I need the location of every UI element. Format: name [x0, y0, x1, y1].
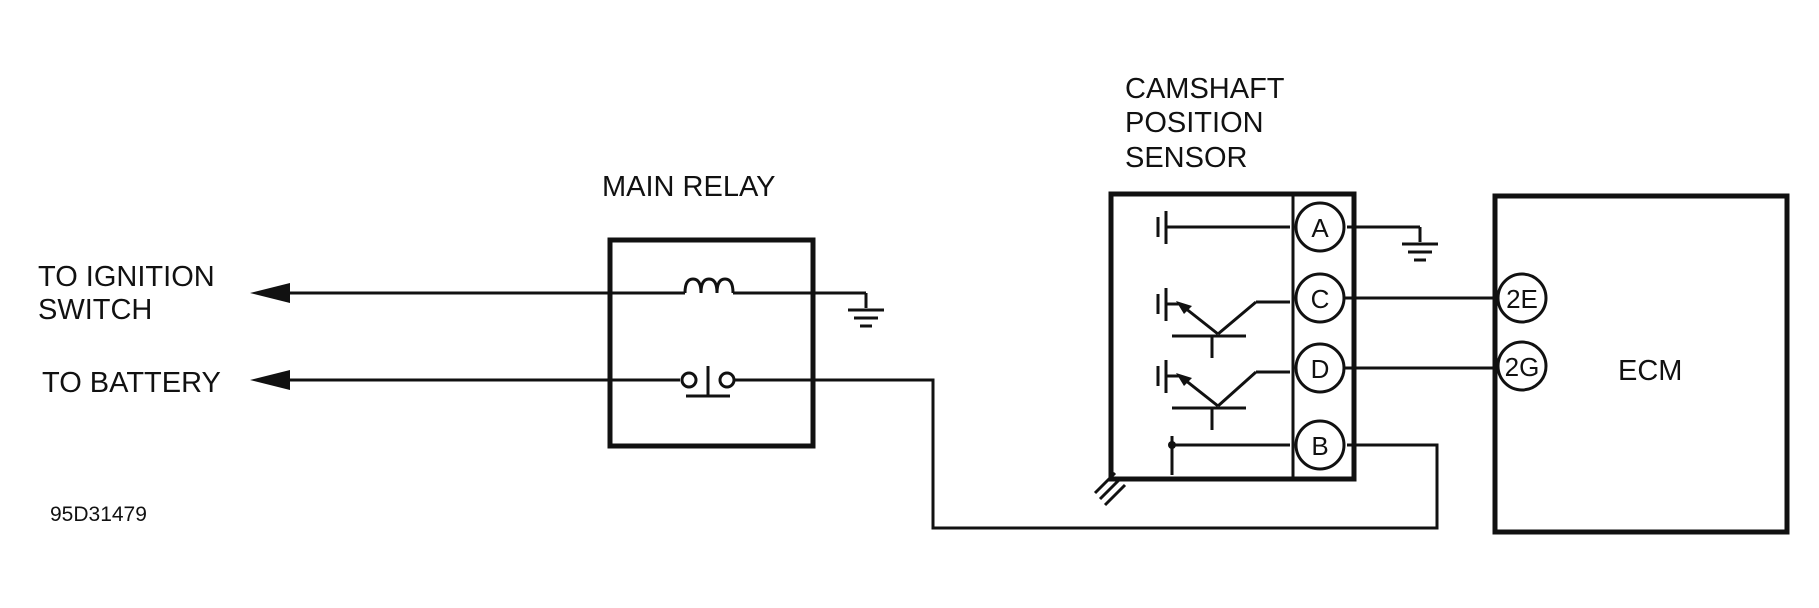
relay-ground-icon — [813, 291, 884, 328]
camshaft-sensor-box — [1108, 191, 1357, 482]
ignition-arrow-icon — [250, 283, 608, 303]
figure-code: 95D31479 — [50, 503, 147, 526]
battery-feed-wire — [813, 378, 1439, 530]
sensor-ground-icon — [1347, 225, 1438, 262]
sensor-pin-c-label: C — [1311, 284, 1330, 314]
sensor-pin-b-label: B — [1311, 431, 1328, 461]
sensor-pin-c: C — [1294, 272, 1346, 324]
ignition-switch-label-line2: SWITCH — [38, 294, 152, 326]
sensor-pin-b: B — [1294, 419, 1346, 471]
ecm-box — [1492, 193, 1790, 535]
ecm-pin-2e-label: 2E — [1506, 284, 1538, 314]
sensor-label-line3: SENSOR — [1125, 142, 1247, 174]
ecm-pin-2g: 2G — [1496, 340, 1548, 392]
battery-label: TO BATTERY — [42, 367, 221, 399]
ecm-label: ECM — [1618, 355, 1682, 387]
ecm-pin-2g-label: 2G — [1505, 352, 1540, 382]
sensor-pin-a-label: A — [1311, 213, 1329, 243]
main-relay-box — [607, 237, 816, 449]
sensor-label-line2: POSITION — [1125, 107, 1264, 139]
relay-switch-icon — [680, 366, 813, 398]
ignition-switch-label-line1: TO IGNITION — [38, 261, 215, 293]
sensor-case-ground-icon — [1093, 471, 1127, 507]
sensor-internal-circuit — [1156, 211, 1290, 475]
sensor-pin-d-label: D — [1311, 354, 1330, 384]
sensor-pin-d: D — [1294, 342, 1346, 394]
ecm-pin-2e: 2E — [1496, 272, 1548, 324]
battery-arrow-icon — [250, 370, 680, 390]
main-relay-label: MAIN RELAY — [602, 171, 776, 203]
sensor-pin-a: A — [1294, 201, 1346, 253]
sensor-label-line1: CAMSHAFT — [1125, 73, 1285, 105]
relay-coil-icon — [610, 277, 813, 295]
